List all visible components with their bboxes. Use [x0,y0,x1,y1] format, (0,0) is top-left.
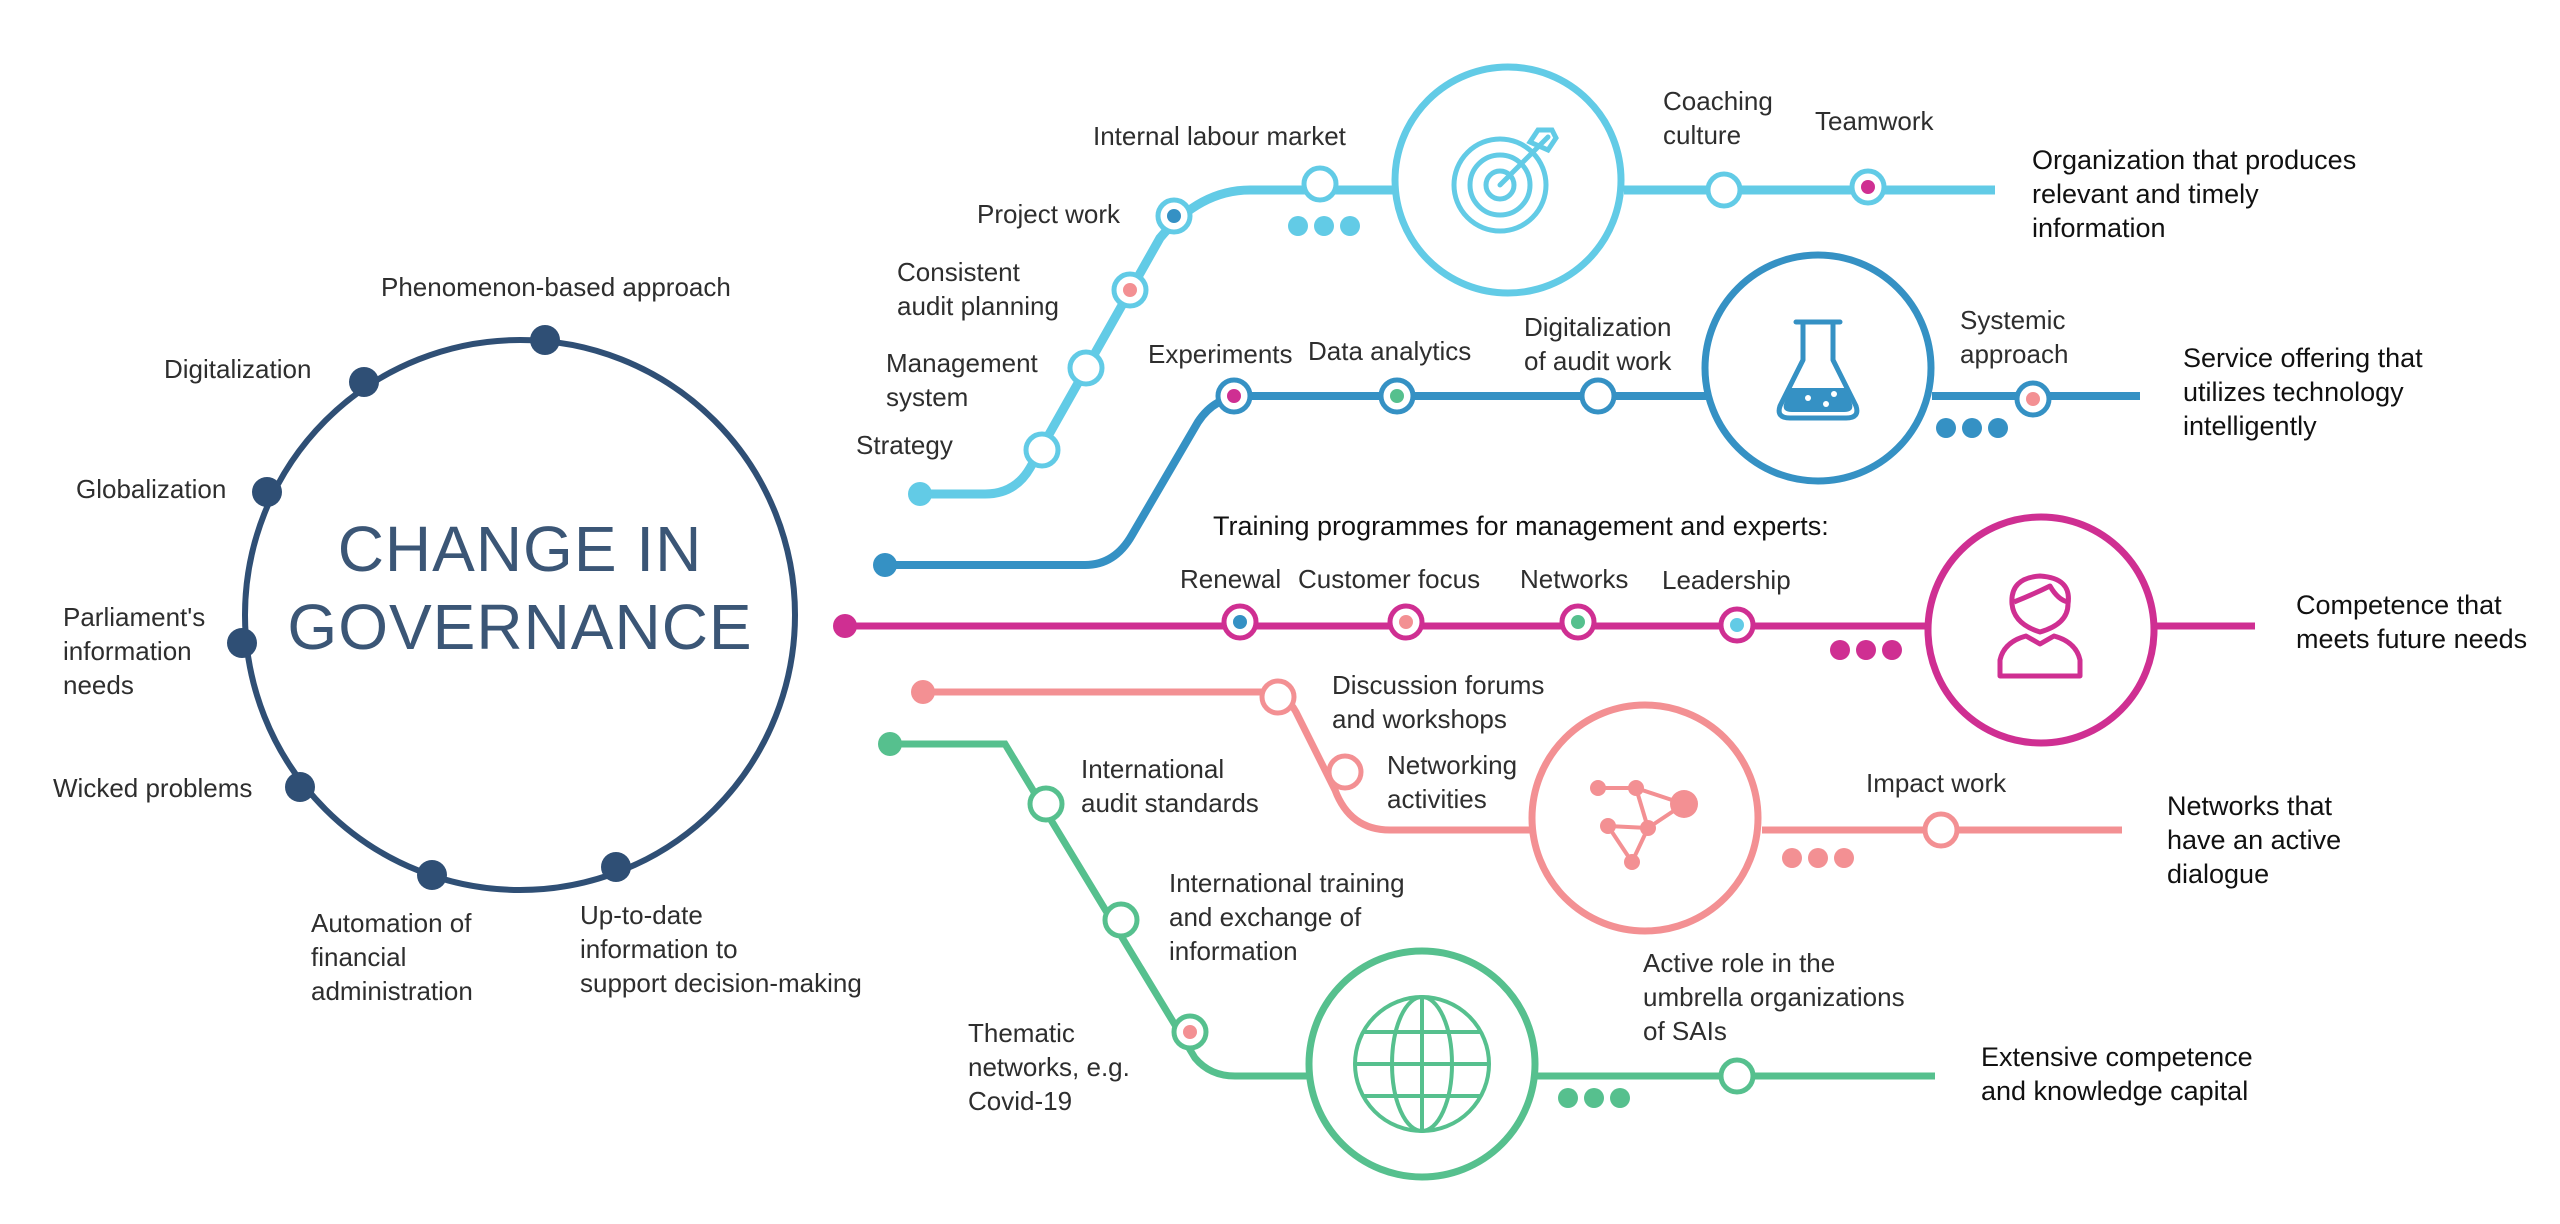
stop-label: Discussion forums and workshops [1332,670,1545,734]
stop-label: International training and exchange of i… [1169,868,1405,966]
line-start-dot [911,680,935,704]
diagram-title: CHANGE IN GOVERNANCE [287,513,753,663]
stop-marker [1705,171,1743,209]
target-icon [1451,127,1559,234]
ellipsis-dots [1936,418,2008,438]
outcome-label: Extensive competence and knowledge capit… [1981,1042,2253,1106]
outcome-label: Organization that produces relevant and … [2032,145,2357,243]
ellipsis-dots [1558,1088,1630,1108]
stop-label: Experiments [1148,339,1293,369]
stop-label: Systemic approach [1960,305,2069,369]
driver-label: Up-to-date information to support decisi… [580,900,862,998]
stop-label: Consistent audit planning [897,257,1059,321]
line-start-dot [873,553,897,577]
globe-icon [1353,995,1491,1133]
stop-label: Digitalization of audit work [1524,312,1672,376]
ellipsis-dots [1830,640,1902,660]
network-icon [1590,780,1698,870]
stop-marker [1301,165,1339,203]
stop-marker [1027,785,1065,823]
ellipsis-dots [1288,216,1360,236]
stop-label: Leadership [1662,565,1791,595]
flask-icon [1776,319,1860,421]
stop-label: Coaching culture [1663,86,1773,150]
stop-label: Active role in the umbrella organization… [1643,948,1905,1046]
stop-label: Management system [886,348,1038,412]
person-icon [1997,573,2083,679]
ellipsis-dots [1782,848,1854,868]
stop-label: Strategy [856,430,953,460]
stop-label: Internal labour market [1093,121,1346,151]
driver-dot [227,628,257,658]
stop-marker [1579,377,1617,415]
driver-label: Globalization [76,474,227,504]
change-circle [242,337,798,893]
stop-marker [1067,349,1105,387]
outcome-label: Competence that meets future needs [2296,590,2528,654]
stop-label: Networks [1520,564,1629,594]
stop-label: International audit standards [1081,754,1259,818]
driver-dot [417,860,447,890]
stop-marker [1326,753,1364,791]
driver-label: Digitalization [164,354,312,384]
line-start-dot [833,614,857,638]
driver-label: Phenomenon-based approach [381,272,731,302]
driver-label: Automation of financial administration [311,908,473,1006]
stop-label: Data analytics [1308,336,1472,366]
line-start-dot [878,732,902,756]
organization-line [908,63,1995,506]
hub-circle [1701,251,1935,485]
stop-marker [1922,811,1960,849]
stop-marker [1718,1057,1756,1095]
driver-dot [530,325,560,355]
driver-dot [285,772,315,802]
line-start-dot [908,482,932,506]
stop-label: Thematic networks, e.g. Covid-19 [968,1018,1130,1116]
competence-line [833,513,2255,747]
stop-marker [1023,431,1061,469]
driver-label: Wicked problems [53,773,253,803]
line-heading: Training programmes for management and e… [1213,511,1829,541]
driver-dot [349,367,379,397]
driver-dots [227,325,631,890]
knowledge-line [878,732,1935,1181]
driver-dot [601,852,631,882]
stop-label: Project work [977,199,1121,229]
stop-label: Impact work [1866,768,2007,798]
stop-label: Teamwork [1815,106,1934,136]
stop-label: Customer focus [1298,564,1481,594]
networks-line [911,678,2122,935]
service-line [873,251,2140,577]
stop-marker [1259,678,1297,716]
stop-label: Renewal [1180,564,1282,594]
driver-dot [252,477,282,507]
outcome-label: Networks that have an active dialogue [2167,791,2342,889]
stop-label: Networking activities [1387,750,1518,814]
stop-marker [1102,901,1140,939]
outcome-label: Service offering that utilizes technolog… [2183,343,2423,441]
driver-label: Parliament's information needs [63,602,206,700]
